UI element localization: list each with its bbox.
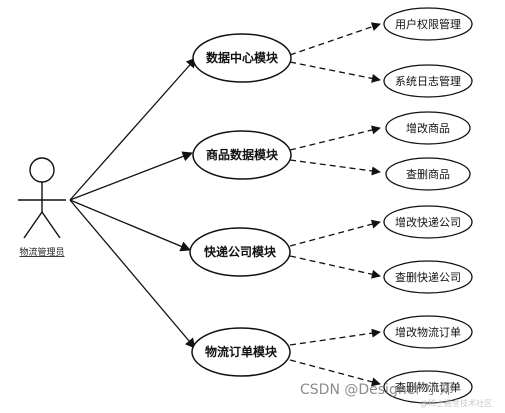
case-user-permissions: 用户权限管理 xyxy=(383,7,473,41)
case-ellipse xyxy=(385,157,471,191)
case-ellipse xyxy=(383,205,473,239)
case-label: 用户权限管理 xyxy=(395,17,461,31)
include-line-3a xyxy=(289,219,381,247)
case-label: 查删快递公司 xyxy=(395,270,461,284)
association-line-2 xyxy=(69,151,193,201)
module-ellipse xyxy=(191,327,291,377)
module-label: 快递公司模块 xyxy=(204,244,277,259)
include-line-3b xyxy=(289,255,381,279)
case-add-edit-order: 增改物流订单 xyxy=(383,315,473,349)
watermark-subtext: @稀土掘金技术社区 xyxy=(420,398,492,408)
include-lines xyxy=(289,22,381,387)
module-ellipse xyxy=(192,33,292,83)
module-courier-company: 快递公司模块 xyxy=(189,227,291,277)
case-ellipse xyxy=(383,260,473,294)
include-line-1b xyxy=(289,61,381,83)
include-line-4a xyxy=(289,328,381,346)
case-ellipse xyxy=(383,7,473,41)
include-line-2a xyxy=(289,125,381,151)
actor-left-leg xyxy=(23,211,43,239)
case-query-delete-product: 查删商品 xyxy=(385,157,471,191)
case-ellipse xyxy=(385,111,471,145)
case-query-delete-order: 查删物流订单 xyxy=(383,370,473,404)
module-label: 物流订单模块 xyxy=(205,344,278,359)
module-ellipse xyxy=(189,227,291,277)
association-line-1 xyxy=(69,57,197,201)
include-line-4b xyxy=(289,359,381,387)
include-line-1a xyxy=(289,22,381,56)
case-add-edit-product: 增改商品 xyxy=(385,111,471,145)
include-line-2b xyxy=(289,159,381,176)
case-query-delete-courier: 查删快递公司 xyxy=(383,260,473,294)
case-label: 增改快递公司 xyxy=(395,215,461,229)
case-ellipse xyxy=(383,64,473,98)
case-system-log: 系统日志管理 xyxy=(383,64,473,98)
association-line-3 xyxy=(69,199,191,252)
module-label: 商品数据模块 xyxy=(206,147,279,162)
module-ellipse xyxy=(192,130,292,180)
actor-figure xyxy=(18,157,66,239)
association-lines xyxy=(69,57,197,349)
actor-head xyxy=(29,157,55,183)
association-line-4 xyxy=(69,199,196,349)
case-label: 查删商品 xyxy=(406,167,450,181)
case-label: 系统日志管理 xyxy=(395,74,461,88)
case-label: 增改商品 xyxy=(406,121,450,135)
case-label: 查删物流订单 xyxy=(395,380,461,394)
case-label: 增改物流订单 xyxy=(395,325,461,339)
module-data-center: 数据中心模块 xyxy=(192,33,292,83)
watermark-text: CSDN @Designer 小郑 xyxy=(300,382,454,398)
module-label: 数据中心模块 xyxy=(206,50,279,65)
actor-label: 物流管理员 xyxy=(19,246,64,258)
csdn-watermark: CSDN @Designer 小郑 @稀土掘金技术社区 xyxy=(300,382,492,408)
case-ellipse xyxy=(383,315,473,349)
module-product-data: 商品数据模块 xyxy=(192,130,292,180)
case-add-edit-courier: 增改快递公司 xyxy=(383,205,473,239)
actor-right-leg xyxy=(41,211,61,239)
module-logistics-order: 物流订单模块 xyxy=(191,327,291,377)
case-ellipse xyxy=(383,370,473,404)
